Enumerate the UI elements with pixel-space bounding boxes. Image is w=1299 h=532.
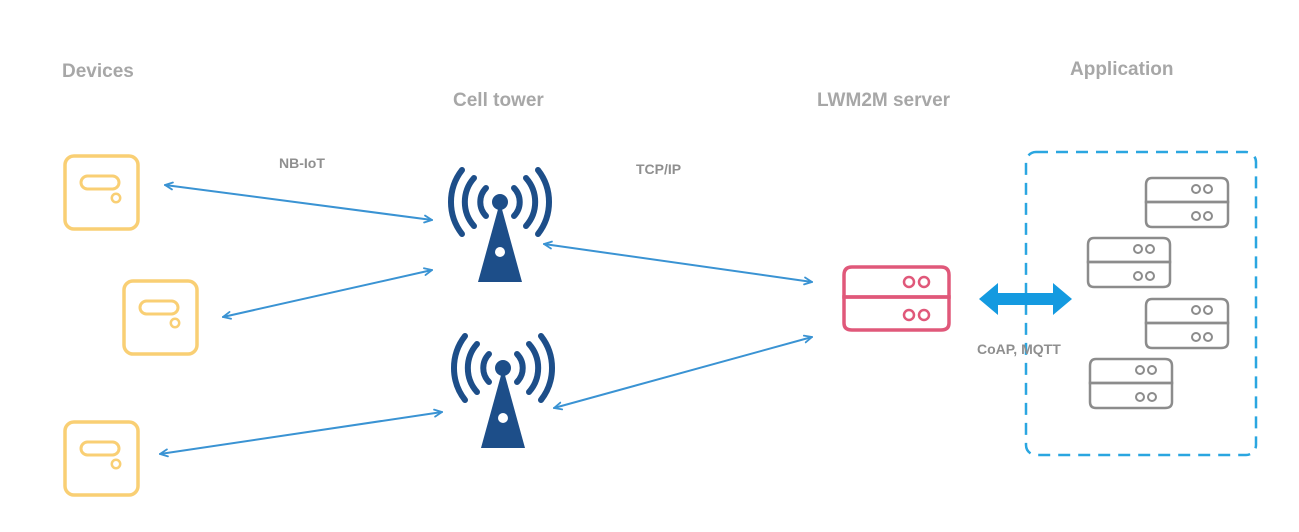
- tcp-ip-label: TCP/IP: [636, 161, 682, 177]
- device-tower-link: [164, 181, 433, 224]
- tower-server-link: [553, 334, 813, 411]
- app-server-icon: [1144, 176, 1230, 229]
- cell-tower-icon: [447, 167, 553, 282]
- app-server-icon: [1144, 297, 1230, 350]
- device-tower-link: [222, 267, 433, 320]
- device-icon: [63, 420, 140, 497]
- server-icon: [842, 265, 951, 332]
- coap-mqtt-label: CoAP, MQTT: [977, 341, 1061, 357]
- bidirectional-arrow-icon: [979, 283, 1072, 315]
- device-icon: [63, 154, 140, 231]
- app-server-icon: [1088, 357, 1174, 410]
- cell-tower-icon: [450, 333, 556, 448]
- lwm2m-server-heading: LWM2M server: [817, 90, 951, 111]
- cell-tower-heading: Cell tower: [453, 90, 544, 111]
- devices-heading: Devices: [62, 61, 134, 82]
- device-tower-link: [159, 408, 443, 458]
- device-icon: [122, 279, 199, 356]
- application-heading: Application: [1070, 59, 1174, 80]
- nb-iot-label: NB-IoT: [279, 155, 325, 171]
- tower-server-link: [543, 240, 813, 286]
- app-server-icon: [1086, 236, 1172, 289]
